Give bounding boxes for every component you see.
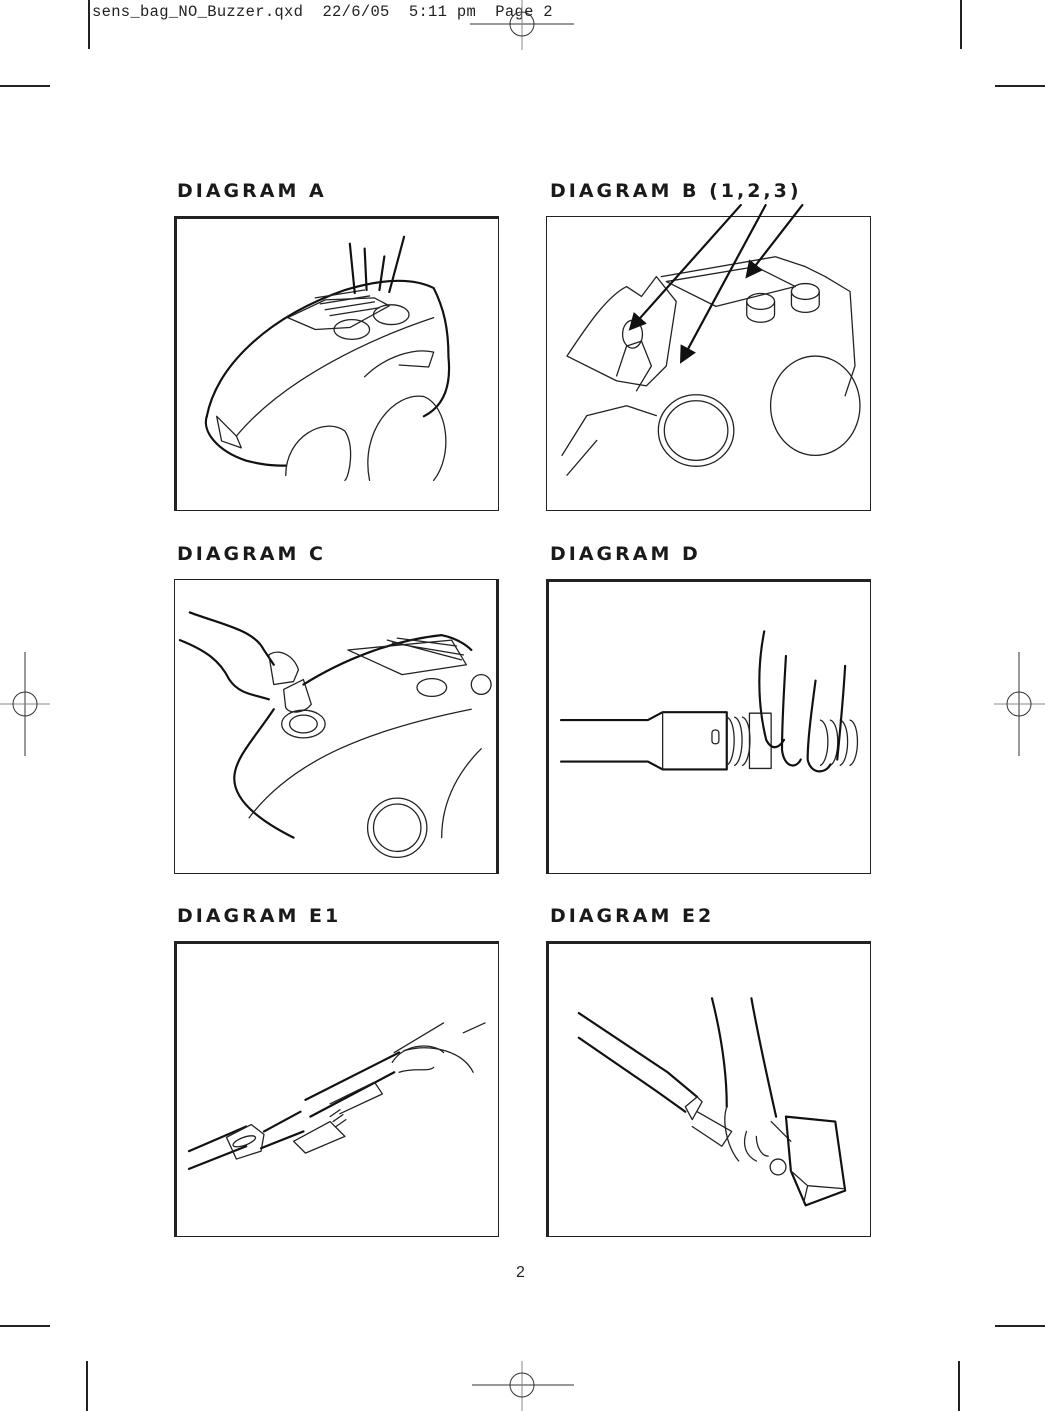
diagram-b-frame	[546, 203, 871, 511]
crop-mark-bottom-left-vertical	[86, 1361, 88, 1411]
registration-mark-left-icon	[0, 652, 50, 756]
vacuum-open-lid-illustration-icon	[561, 203, 861, 476]
vacuum-lid-lift-illustration-icon	[204, 235, 451, 482]
diagram-c-frame	[174, 579, 499, 874]
slug-date: 22/6/05	[322, 3, 390, 21]
file-slug-line: sens_bag_NO_Buzzer.qxd 22/6/05 5:11 pm P…	[92, 3, 553, 21]
diagram-d-frame	[546, 579, 871, 874]
crop-mark-bottom-right-vertical	[958, 1361, 960, 1411]
crop-mark-top-left-vertical	[88, 0, 90, 49]
diagram-e1-title: Diagram E1	[177, 905, 342, 927]
diagram-e1-frame	[174, 941, 499, 1237]
diagram-a-title: Diagram A	[177, 180, 327, 202]
crop-mark-top-right-horizontal	[995, 85, 1045, 87]
diagram-e2-frame	[546, 941, 871, 1237]
crevice-tool-illustration-icon	[187, 1022, 486, 1171]
diagram-d-title: Diagram D	[550, 543, 701, 565]
tube-hose-connection-illustration-icon	[559, 630, 859, 773]
floor-nozzle-illustration-icon	[577, 997, 847, 1207]
registration-mark-bottom-icon	[472, 1361, 574, 1411]
diagram-c-title: Diagram C	[177, 543, 326, 565]
crop-mark-bottom-right-horizontal	[995, 1325, 1045, 1327]
slug-time: 5:11 pm	[408, 3, 477, 21]
slug-filename: sens_bag_NO_Buzzer.qxd	[92, 3, 304, 21]
hose-insertion-illustration-icon	[178, 611, 492, 859]
crop-mark-top-right-vertical	[960, 0, 962, 49]
crop-mark-bottom-left-horizontal	[0, 1325, 50, 1327]
diagram-b-title: Diagram B (1,2,3)	[550, 180, 802, 202]
page-number: 2	[516, 1264, 525, 1281]
registration-mark-top-icon	[470, 0, 574, 50]
registration-mark-right-icon	[994, 652, 1045, 756]
crop-mark-top-left-horizontal	[0, 85, 50, 87]
diagram-a-frame	[174, 216, 499, 511]
diagram-e2-title: Diagram E2	[550, 905, 715, 927]
slug-page: Page 2	[495, 3, 553, 21]
